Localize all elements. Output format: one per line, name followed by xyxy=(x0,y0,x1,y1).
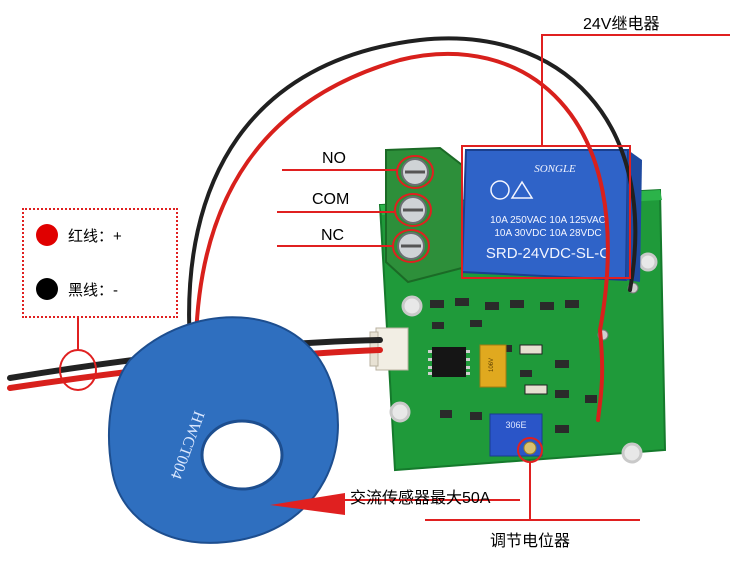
svg-text:306E: 306E xyxy=(505,420,526,430)
mounting-hole xyxy=(638,252,658,272)
potentiometer-label: 调节电位器 xyxy=(490,533,571,550)
capacitor: 106V xyxy=(479,344,507,388)
mounting-hole xyxy=(621,442,643,464)
sensor-arrow xyxy=(270,493,520,515)
nc-label: NC xyxy=(321,227,345,244)
terminal-block xyxy=(385,146,463,284)
svg-text:10A 30VDC 10A 28VDC: 10A 30VDC 10A 28VDC xyxy=(494,228,601,239)
wire-legend: 红线：+ 黑线：- xyxy=(22,208,178,318)
sensor-label: 交流传感器最大50A xyxy=(350,490,491,507)
legend-red-text: 红线：+ xyxy=(68,227,122,245)
svg-text:SONGLE: SONGLE xyxy=(534,163,576,175)
diode xyxy=(519,344,543,355)
annotations xyxy=(59,34,730,521)
svg-text:106V: 106V xyxy=(489,358,495,372)
legend-black-text: 黑线：- xyxy=(68,281,118,299)
ic-chip xyxy=(428,347,470,377)
no-label: NO xyxy=(322,150,346,167)
com-label: COM xyxy=(312,191,350,208)
legend-black-row: 黑线：- xyxy=(36,278,118,300)
legend-red-row: 红线：+ xyxy=(36,224,122,246)
current-sensor: HWCT004 xyxy=(108,316,339,544)
svg-text:SRD-24VDC-SL-C: SRD-24VDC-SL-C xyxy=(486,245,610,262)
smd-components xyxy=(430,298,597,433)
mounting-hole xyxy=(389,401,411,423)
potentiometer: 306E xyxy=(489,413,543,457)
relay-label: 24V继电器 xyxy=(583,16,660,33)
diode xyxy=(524,384,548,395)
mounting-hole xyxy=(401,295,423,317)
svg-text:10A 250VAC 10A 125VAC: 10A 250VAC 10A 125VAC xyxy=(490,215,606,226)
black-dot-icon xyxy=(36,278,58,300)
red-dot-icon xyxy=(36,224,58,246)
